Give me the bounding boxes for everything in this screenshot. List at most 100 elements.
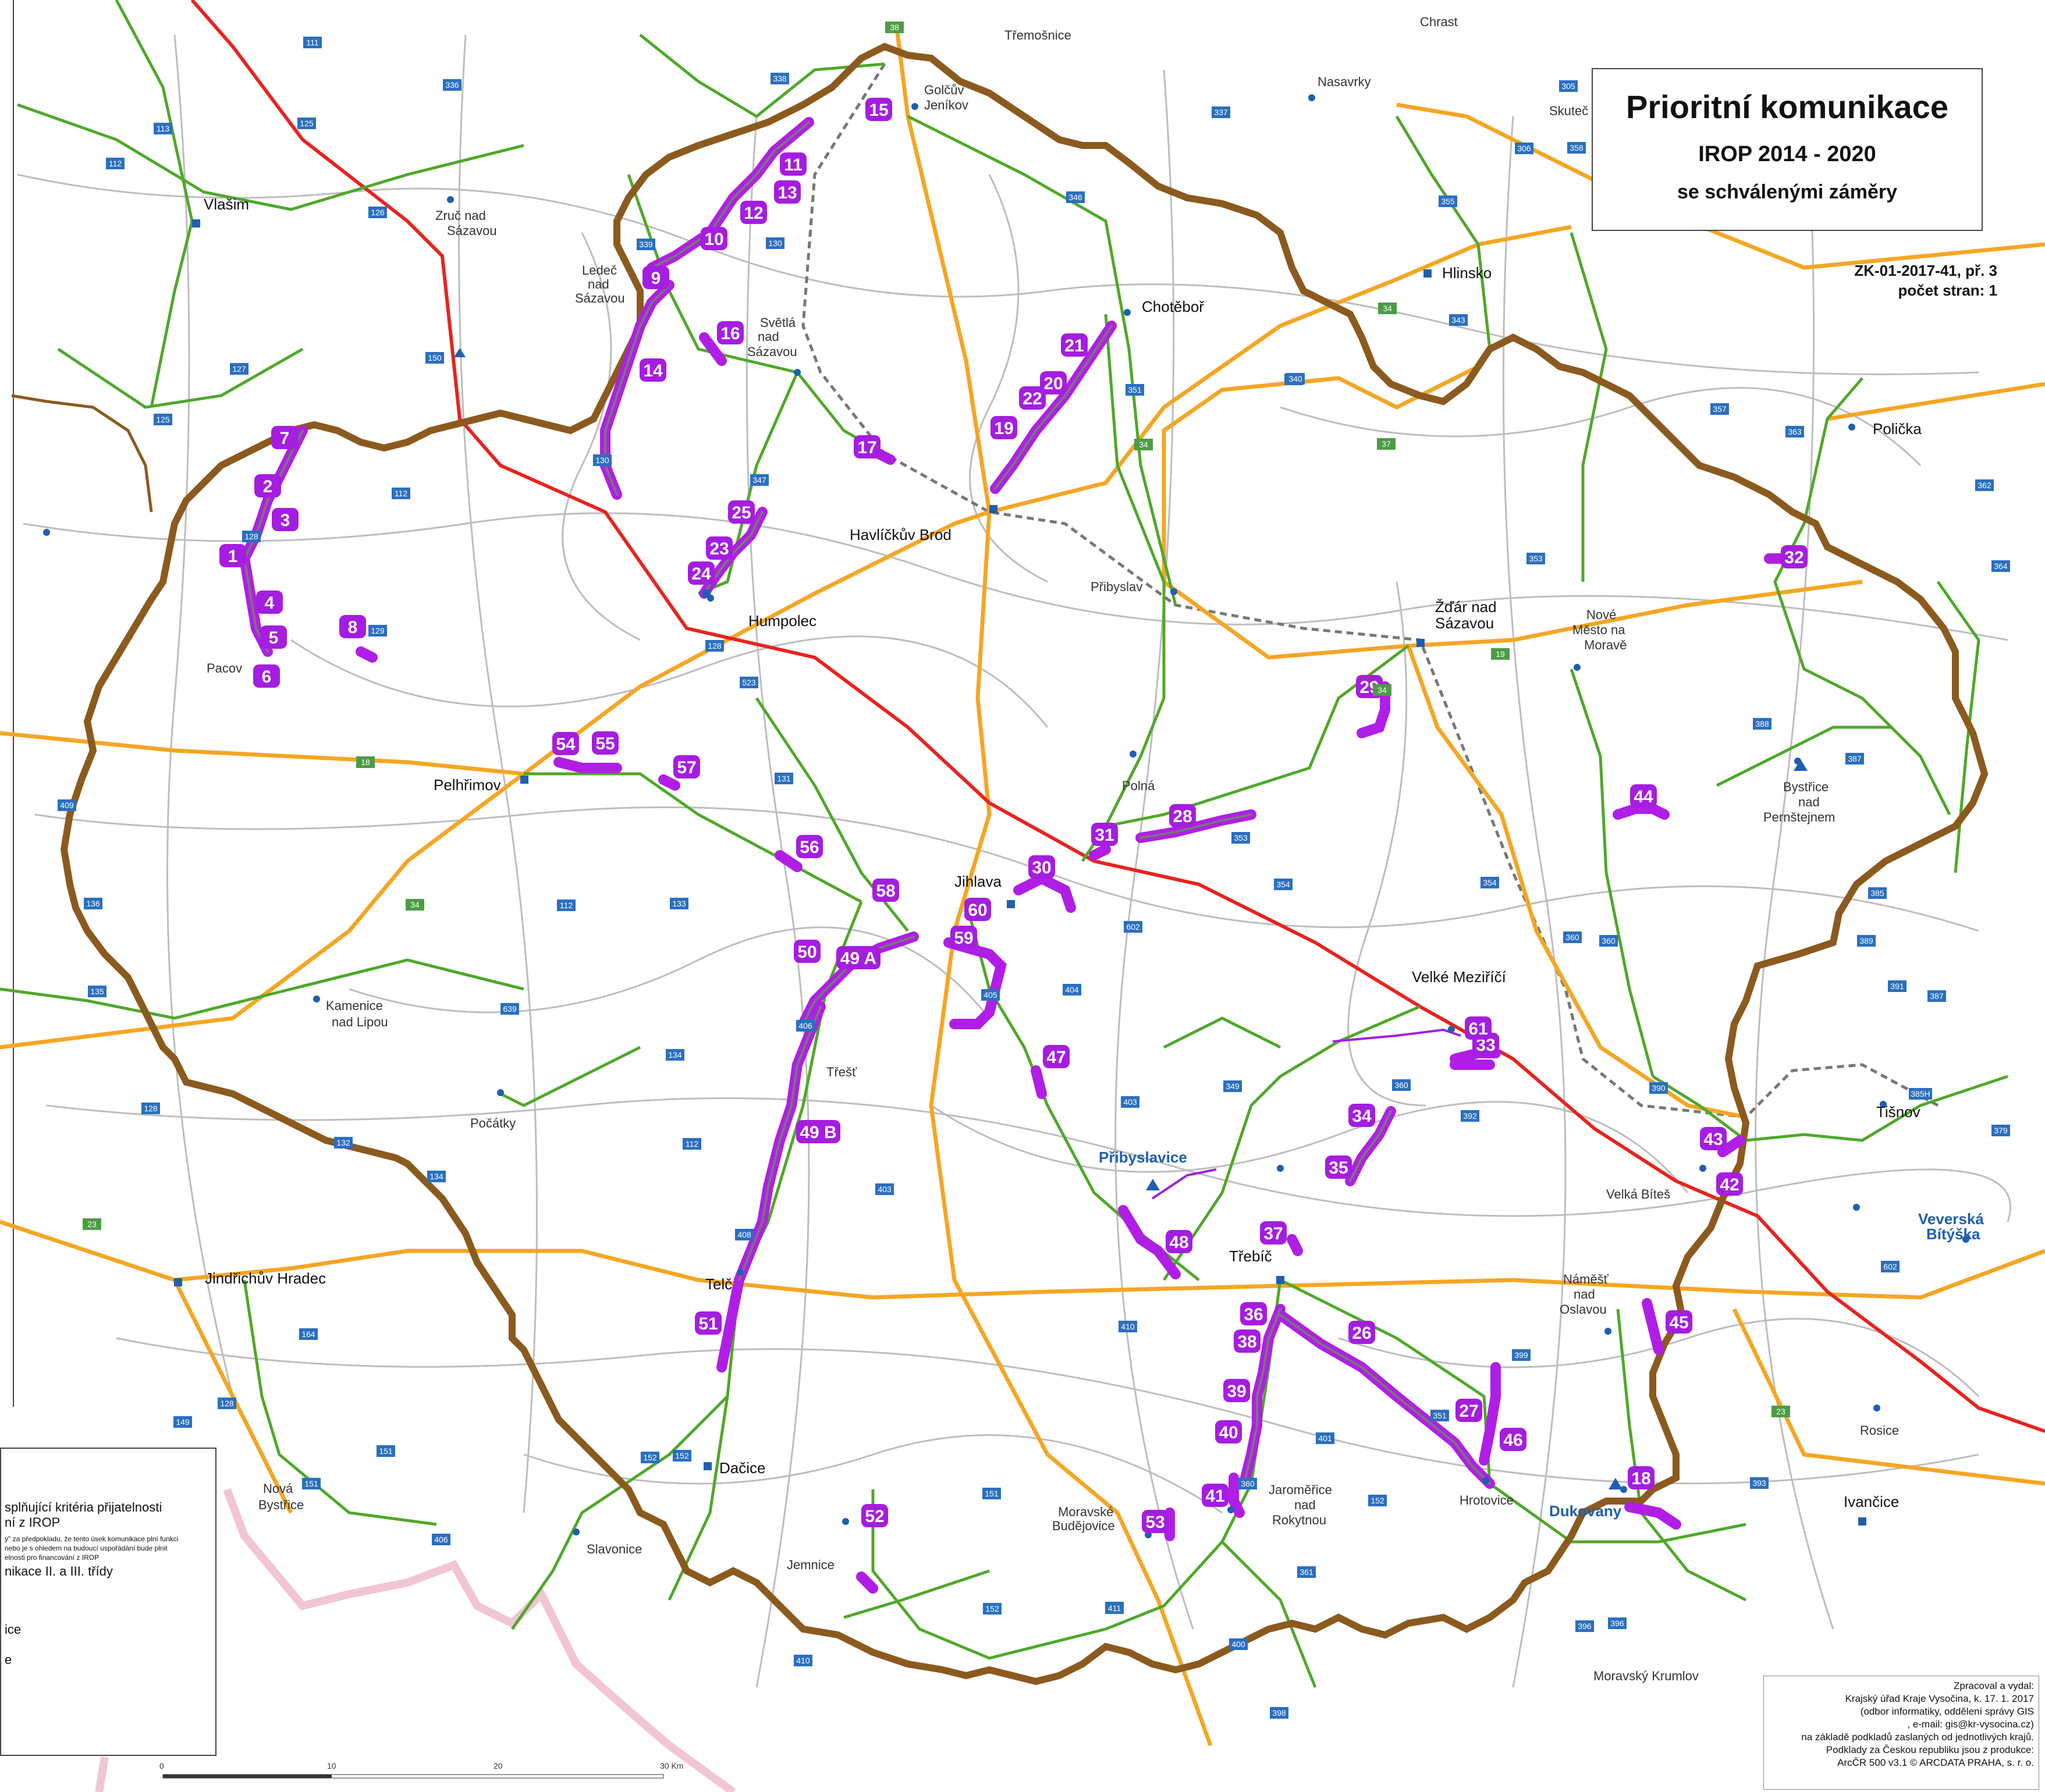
road-number: 392 bbox=[1463, 1111, 1477, 1121]
road-number-plate bbox=[356, 756, 375, 768]
segment-label: 6 bbox=[262, 667, 272, 687]
segment-label: 11 bbox=[784, 155, 803, 175]
road-number-plate bbox=[593, 454, 612, 466]
segment-badge bbox=[1166, 1230, 1192, 1253]
segment-badge bbox=[260, 625, 287, 649]
road-number-plate bbox=[1373, 684, 1391, 696]
road-number: 363 bbox=[1788, 427, 1802, 436]
road-number-plate bbox=[154, 414, 172, 425]
legend-text: splňující kritéria přijatelnosti bbox=[5, 1500, 162, 1514]
road-number: 111 bbox=[306, 38, 318, 47]
road-number-plate bbox=[750, 474, 769, 486]
town-label: Moravské bbox=[1058, 1505, 1113, 1519]
road-number-plate bbox=[1785, 426, 1804, 438]
segment-badge bbox=[1061, 333, 1088, 357]
town-label: Bystřice bbox=[258, 1498, 304, 1512]
segment-label: 40 bbox=[1219, 1423, 1238, 1442]
road-number-plate bbox=[1868, 887, 1887, 899]
road-number-plate bbox=[1063, 984, 1081, 995]
segment-badge bbox=[1630, 784, 1657, 808]
road-number: 343 bbox=[1451, 315, 1465, 325]
road-number: 404 bbox=[1065, 985, 1079, 994]
segment-badge bbox=[964, 898, 991, 921]
blue-triangles bbox=[454, 348, 1808, 1489]
road-number: 34 bbox=[410, 900, 420, 909]
town-label: Nasavrky bbox=[1318, 74, 1371, 89]
segment-badge bbox=[950, 926, 977, 949]
road-number: 19 bbox=[1496, 649, 1505, 659]
road-number-plate bbox=[766, 237, 784, 249]
segment-badge bbox=[717, 321, 744, 344]
road-number: 130 bbox=[595, 456, 609, 465]
town-label: Golčův bbox=[924, 83, 964, 97]
road-number-plate bbox=[173, 1416, 192, 1428]
segment-badge bbox=[1223, 1379, 1250, 1402]
segment-label: 15 bbox=[869, 101, 888, 120]
segment-label: 14 bbox=[643, 361, 663, 381]
motorway-d1 bbox=[190, 0, 2045, 1433]
road-number-plate bbox=[1392, 1079, 1411, 1091]
road-number: 411 bbox=[1108, 1603, 1121, 1613]
segment-badge bbox=[1716, 1172, 1743, 1196]
road-number-plate bbox=[1119, 1321, 1137, 1332]
region-border-vysocina bbox=[60, 42, 1989, 1686]
segment-badge bbox=[794, 940, 821, 963]
priority-segments bbox=[239, 117, 1786, 1594]
road-number: 355 bbox=[1441, 197, 1455, 206]
town-labels: Třemošnice Chrast Nasavrky Skuteč Golčův… bbox=[204, 15, 1984, 1683]
road-number: 346 bbox=[1068, 193, 1082, 202]
town-label: Nová bbox=[263, 1481, 293, 1496]
map-subtitle-2: se schválenými záměry bbox=[1677, 181, 1898, 203]
third-class-roads bbox=[17, 34, 2011, 1688]
road-number: 405 bbox=[984, 990, 997, 1000]
left-frame-edge bbox=[0, 0, 14, 1407]
road-number: 360 bbox=[1241, 1479, 1255, 1488]
road-number-plate bbox=[1515, 143, 1533, 154]
road-number-plate bbox=[705, 640, 724, 652]
credit-line: , e-mail: gis@kr-vysocina.cz) bbox=[1907, 1719, 2034, 1730]
road-number-plate bbox=[1857, 935, 1876, 947]
legend-text: nikace II. a III. třídy bbox=[5, 1564, 113, 1578]
road-number-plate bbox=[1599, 935, 1618, 947]
road-number-plate bbox=[1575, 1620, 1594, 1632]
town-label: Vlašim bbox=[204, 195, 249, 213]
svg-text:10: 10 bbox=[327, 1761, 336, 1770]
segment-badge bbox=[272, 508, 299, 531]
road-number: 639 bbox=[503, 1004, 517, 1014]
segment-badge bbox=[1215, 1420, 1242, 1443]
segment-badge bbox=[256, 591, 283, 614]
document-id: ZK-01-2017-41, př. 3 bbox=[1854, 262, 1997, 279]
road-number-plate bbox=[1881, 1261, 1900, 1272]
road-number-plate bbox=[1368, 1495, 1387, 1506]
road-number: 336 bbox=[445, 80, 459, 90]
road-number: 112 bbox=[395, 489, 408, 498]
road-number: 150 bbox=[428, 353, 442, 362]
road-number: 112 bbox=[109, 159, 122, 168]
credits-box: Zpracoval a vydal: Krajský úřad Kraje Vy… bbox=[1763, 1676, 2039, 1790]
segment-badge bbox=[1043, 1045, 1070, 1068]
road-number: 132 bbox=[336, 1138, 350, 1147]
segment-label: 12 bbox=[744, 204, 763, 223]
road-number: 410 bbox=[1121, 1322, 1135, 1331]
road-number: 337 bbox=[1214, 108, 1228, 117]
road-number: 34 bbox=[1377, 685, 1387, 695]
road-number-plate bbox=[1481, 877, 1499, 888]
segment-badge bbox=[1202, 1484, 1229, 1507]
road-number-plate bbox=[1991, 560, 2010, 572]
document-reference: ZK-01-2017-41, př. 3 počet stran: 1 bbox=[1781, 261, 1997, 300]
town-label: Město na bbox=[1572, 623, 1625, 637]
segment-label: 10 bbox=[704, 230, 723, 249]
segment-badge bbox=[1666, 1310, 1692, 1334]
town-label: Nové bbox=[1586, 607, 1616, 622]
segment-badge bbox=[1028, 855, 1055, 879]
segment-label: 26 bbox=[1352, 1324, 1371, 1343]
road-number-plate bbox=[1526, 553, 1545, 564]
road-number-plate bbox=[368, 207, 387, 218]
town-label: Polná bbox=[1122, 778, 1155, 793]
road-number: 125 bbox=[300, 119, 314, 128]
road-number-plate bbox=[1378, 303, 1397, 314]
town-label: Hrotovice bbox=[1460, 1493, 1514, 1507]
segment-badge bbox=[1019, 386, 1046, 410]
town-label: Sázavou bbox=[1435, 614, 1494, 632]
